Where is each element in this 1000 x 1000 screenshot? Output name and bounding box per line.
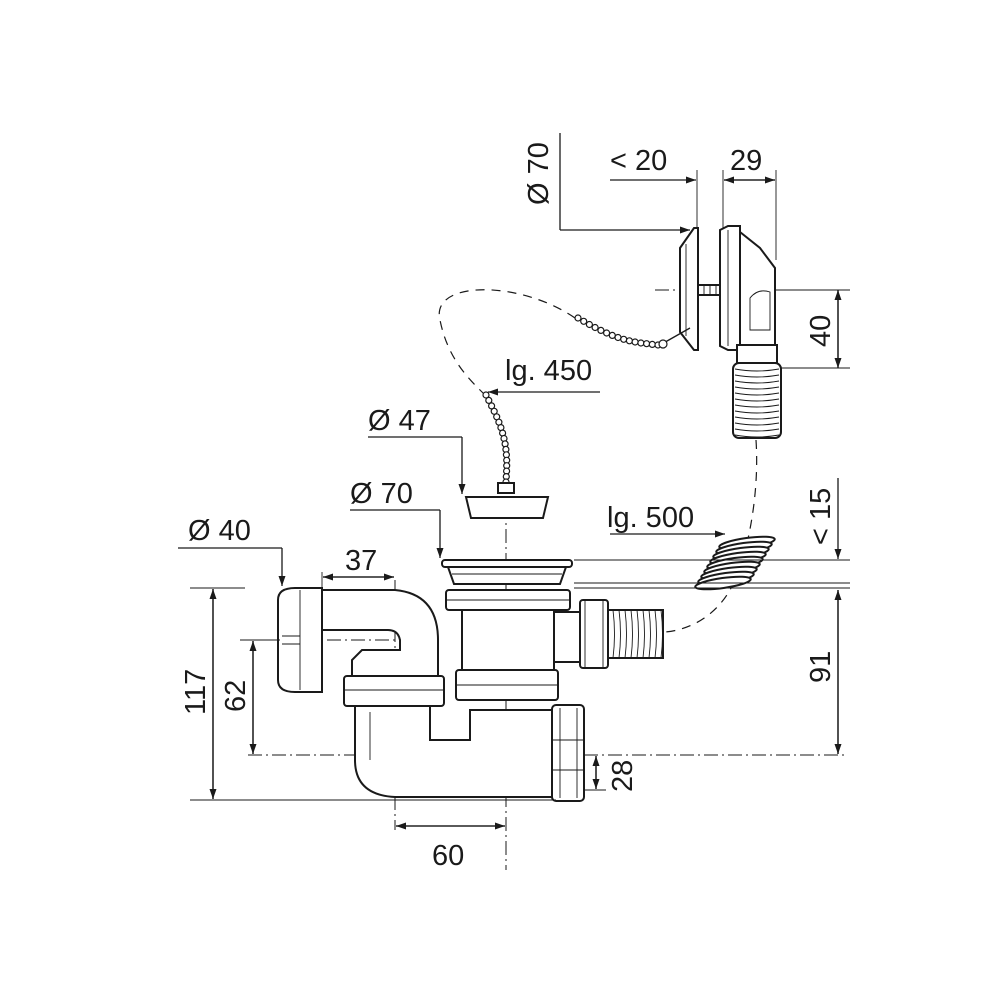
chain-bead [585,320,594,329]
hose-rib [618,609,621,659]
outlet-low-label: 28 [607,760,639,792]
hose-rib [734,416,780,420]
waste-fitting [441,559,664,701]
total-height-label: 117 [180,669,212,715]
overflow-height-label: 40 [805,315,837,347]
chain-bead [642,340,651,348]
hose-rib [630,609,633,659]
hose-rib [654,609,657,659]
chain-bead [597,326,605,334]
hose-rib [636,609,639,659]
hose-rib [734,374,780,378]
hose-rib [642,609,645,659]
hose-rib [734,398,780,402]
chain-bead [574,314,582,322]
hose-rib [734,386,780,390]
sink-thickness-label: < 15 [805,488,837,545]
chain-bead [591,323,599,332]
chain-bead [602,329,611,337]
hose-rib [734,368,780,372]
chain-bead [648,340,656,348]
overflow-diameter-label: Ø 70 [523,142,555,205]
hose-rib [734,428,780,432]
hose-length-label: lg. 500 [607,502,694,534]
hose-rib [734,380,780,384]
hose-rib [734,392,780,396]
chain-bead [620,335,628,343]
chain-path [438,289,576,396]
chain-bead [637,339,645,347]
overflow-depth-label: 29 [730,145,762,177]
trap-width-label: 60 [432,840,464,872]
chain-bead [485,396,493,404]
chain-lever [658,327,691,349]
chain-bead [608,331,616,339]
hose-rib [648,609,651,659]
hose-rib [612,609,615,659]
overflow-assembly [679,225,782,439]
plug-chain [482,391,511,486]
outlet-diameter-label: Ø 40 [188,515,251,547]
hose-rib [624,609,627,659]
bottle-trap [277,587,585,802]
chain-bead [625,337,634,345]
hose-rib [734,422,780,426]
hose-path [664,439,758,633]
chain-bead [580,317,588,325]
plug [464,482,550,519]
overflow-chain [574,314,662,349]
plug-diameter-label: Ø 47 [368,405,431,437]
hose-rib [734,404,780,408]
waste-height-label: 91 [805,651,837,683]
overflow-gap-label: < 20 [610,145,667,177]
hose-rib [734,434,780,438]
chain-length-label: lg. 450 [505,355,592,387]
hose-rib [660,609,663,659]
waste-diameter-label: Ø 70 [350,478,413,510]
chain-bead [614,333,622,342]
dimension-lines [178,133,850,830]
chain-bead [631,338,639,346]
outlet-height-label: 62 [220,680,252,712]
trap-offset-label: 37 [345,545,377,577]
hose-rib [734,410,780,414]
